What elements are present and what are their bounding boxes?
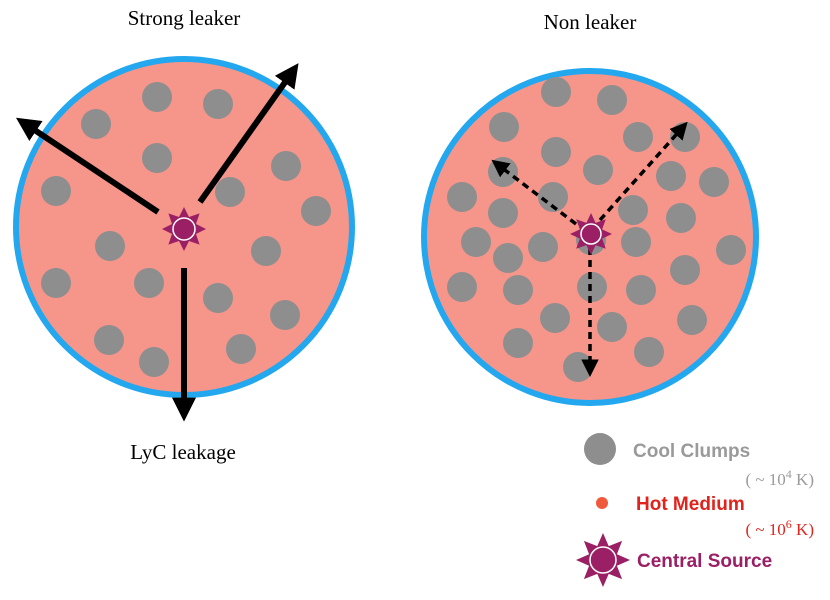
left-cool-clump — [139, 347, 169, 377]
left-cool-clump — [41, 176, 71, 206]
right-cool-clump — [716, 235, 746, 265]
right-cool-clump — [597, 312, 627, 342]
legend-central-source-icon — [576, 533, 630, 587]
right-cool-clump — [597, 85, 627, 115]
right-cool-clump — [577, 272, 607, 302]
right-cool-clump — [634, 337, 664, 367]
right-cool-clump — [699, 167, 729, 197]
right-cool-clump — [666, 203, 696, 233]
right-cool-clump — [488, 157, 518, 187]
left-cool-clump — [226, 334, 256, 364]
left-clump-group — [41, 82, 331, 377]
legend-hot-temperature: ( ~ 106 K) — [745, 517, 814, 539]
right-cool-clump — [493, 243, 523, 273]
legend-source-label: Central Source — [637, 551, 772, 572]
left-cool-clump — [142, 82, 172, 112]
left-cool-clump — [271, 151, 301, 181]
left-cool-clump — [215, 177, 245, 207]
right-cool-clump — [670, 255, 700, 285]
left-escape-arrow-upleft — [16, 117, 160, 215]
non-leaker-title: Non leaker — [544, 10, 637, 34]
right-cool-clump — [618, 195, 648, 225]
right-cool-clump — [447, 272, 477, 302]
right-cool-clump — [528, 232, 558, 262]
right-cool-clump — [540, 303, 570, 333]
lyc-leakage-label: LyC leakage — [130, 440, 236, 464]
legend-hot-medium-icon — [596, 497, 608, 509]
strong-leaker-panel: Strong leaker LyC leakage — [13, 6, 355, 464]
right-central-source-icon — [570, 213, 612, 255]
strong-leaker-title: Strong leaker — [128, 6, 241, 30]
right-cool-clump — [461, 227, 491, 257]
right-cool-clump — [488, 198, 518, 228]
legend-cool-temperature: ( ~ 104 K) — [745, 467, 814, 489]
left-cool-clump — [95, 231, 125, 261]
right-cool-clump — [626, 275, 656, 305]
legend-cool-clump-icon — [584, 433, 616, 465]
right-cool-clump — [503, 275, 533, 305]
left-cool-clump — [134, 268, 164, 298]
legend-cool-label: Cool Clumps — [633, 441, 750, 462]
legend-hot-label: Hot Medium — [636, 494, 745, 515]
right-cool-clump — [623, 122, 653, 152]
non-leaker-panel: Non leaker — [421, 10, 759, 406]
left-cool-clump — [41, 268, 71, 298]
legend: Cool Clumps ( ~ 104 K) Hot Medium ( ~ 10… — [576, 433, 814, 587]
right-cool-clump — [489, 112, 519, 142]
right-dashed-arrow-upleft — [491, 159, 578, 226]
right-cool-clump — [541, 77, 571, 107]
left-central-source-icon — [162, 207, 206, 251]
left-cool-clump — [270, 300, 300, 330]
right-cool-clump — [447, 182, 477, 212]
left-cool-clump — [81, 109, 111, 139]
source-core — [172, 217, 196, 241]
left-cool-clump — [203, 283, 233, 313]
right-cool-clump — [583, 155, 613, 185]
left-cool-clump — [203, 89, 233, 119]
right-dashed-arrow-upright — [598, 121, 688, 222]
left-cool-clump — [251, 236, 281, 266]
left-escape-arrows — [16, 63, 299, 422]
right-cool-clump — [538, 182, 568, 212]
right-cool-clump — [677, 305, 707, 335]
left-cool-clump — [301, 196, 331, 226]
right-cool-clump — [503, 328, 533, 358]
left-cool-clump — [142, 143, 172, 173]
right-clump-group — [447, 77, 746, 382]
source-core — [589, 546, 617, 574]
right-trapped-arrows — [491, 121, 688, 377]
right-cool-clump — [656, 161, 686, 191]
right-cool-clump — [621, 227, 651, 257]
right-cool-clump — [541, 137, 571, 167]
source-core — [580, 223, 602, 245]
left-cool-clump — [94, 325, 124, 355]
left-escape-arrow-upright — [197, 63, 299, 204]
